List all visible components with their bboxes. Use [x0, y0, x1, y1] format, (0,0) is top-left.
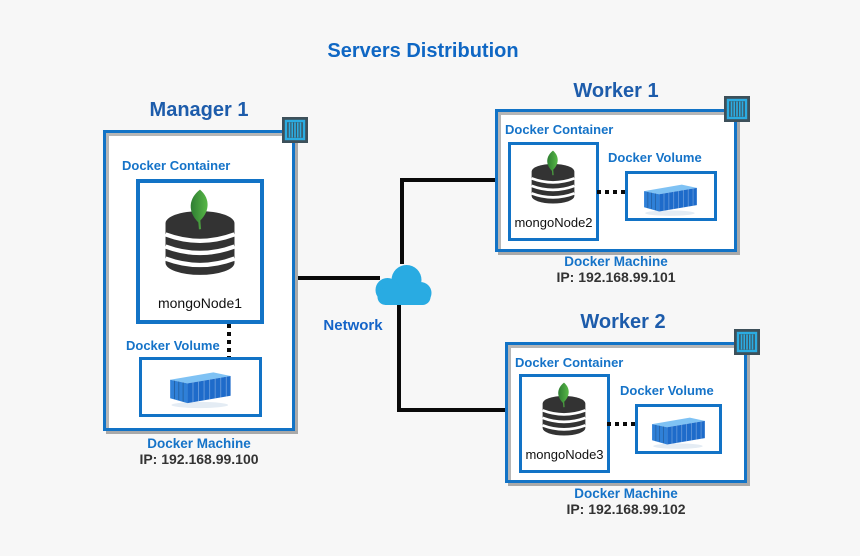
docker-container-label: Docker Container [122, 158, 231, 173]
shipping-container-image [652, 417, 705, 449]
mongodb-icon [531, 150, 575, 204]
worker-2-title: Worker 2 [580, 311, 666, 333]
connector-network-to-worker2-horizontal [397, 408, 508, 412]
shipping-container-image [170, 372, 231, 409]
worker-1-machine-box: Docker Container mongoNode2 Docker Volum… [495, 109, 737, 252]
manager-1-machine-box: Docker Container mongoNode1 Docker Volum… [103, 130, 295, 431]
container-volume-dotted-link [227, 324, 231, 357]
docker-machine-label: Docker Machine [574, 486, 678, 501]
docker-volume-box [625, 171, 717, 221]
mongo-node-name: mongoNode2 [514, 215, 593, 230]
connector-manager-to-network [294, 276, 380, 280]
docker-container-box: mongoNode1 [136, 179, 264, 324]
mongo-node-name: mongoNode1 [157, 295, 243, 311]
mongo-node-name: mongoNode3 [525, 447, 604, 462]
network-cloud-icon [375, 265, 432, 305]
docker-container-box: mongoNode2 [508, 142, 599, 241]
machine-ip: IP: 192.168.99.102 [566, 501, 686, 517]
machine-ip: IP: 192.168.99.101 [556, 269, 676, 285]
docker-container-label: Docker Container [515, 355, 624, 370]
container-volume-dotted-link [607, 422, 637, 426]
docker-volume-box [139, 357, 262, 417]
container-volume-dotted-link [597, 190, 627, 194]
docker-container-box: mongoNode3 [519, 374, 610, 473]
mongodb-icon [164, 189, 236, 275]
docker-volume-box [635, 404, 722, 454]
connector-network-to-worker1-horizontal [400, 178, 498, 182]
connector-network-to-worker1-vertical [400, 178, 404, 264]
page-title: Servers Distribution [327, 40, 519, 62]
connector-network-to-worker2-vertical [397, 300, 401, 410]
worker-1-container-corner-icon [724, 96, 750, 122]
manager-1-container-corner-icon [282, 117, 308, 143]
worker-1-title: Worker 1 [573, 80, 659, 102]
manager-1-title: Manager 1 [149, 99, 249, 121]
worker-2-machine-box: Docker Container mongoNode3 Docker Volum… [505, 342, 747, 483]
machine-ip: IP: 192.168.99.100 [139, 451, 259, 467]
network-label: Network [323, 317, 383, 334]
docker-volume-label: Docker Volume [620, 383, 714, 398]
docker-machine-label: Docker Machine [564, 254, 668, 269]
docker-machine-label: Docker Machine [147, 436, 251, 451]
docker-volume-label: Docker Volume [126, 338, 220, 353]
shipping-container-image [644, 184, 697, 216]
docker-volume-label: Docker Volume [608, 150, 702, 165]
worker-2-container-corner-icon [734, 329, 760, 355]
docker-container-label: Docker Container [505, 122, 614, 137]
mongodb-icon [542, 382, 586, 436]
